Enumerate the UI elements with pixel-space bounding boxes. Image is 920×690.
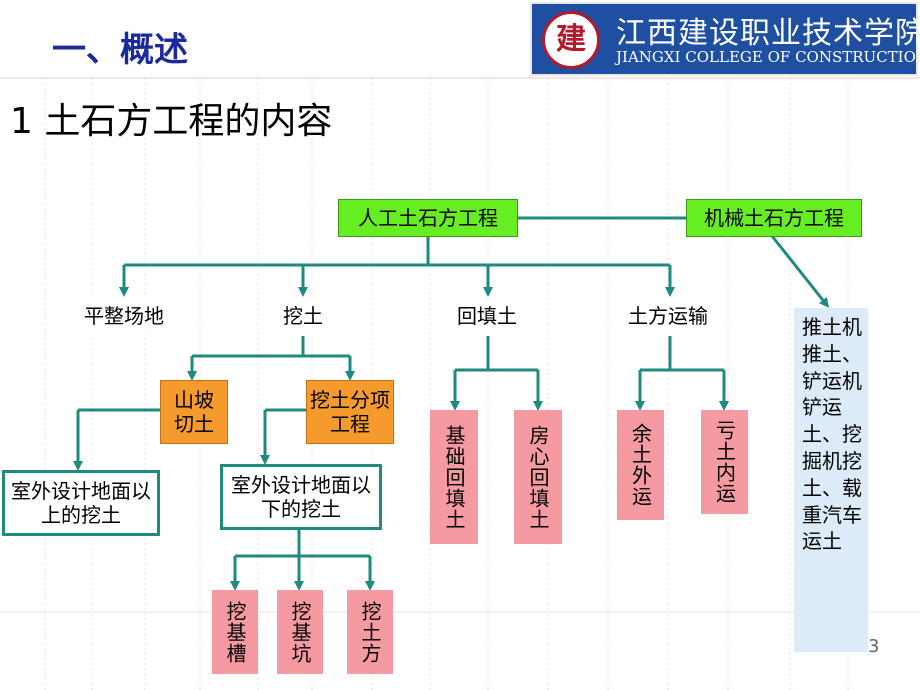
- machinery-list-node: 推土机推土、铲运机铲运土、挖掘机挖土、载重汽车运土: [794, 308, 868, 652]
- above-ground-excavation-node: 室外设计地面以上的挖土: [2, 470, 160, 536]
- trench-excavation-node: 挖基槽: [212, 590, 258, 674]
- excavation-split-node: 挖土分项工程: [306, 380, 394, 444]
- slope-cut-node: 山坡切土: [160, 380, 228, 444]
- deficit-soil-import-node: 亏土内运: [701, 410, 748, 514]
- foundation-backfill-node: 基础回填土: [430, 410, 478, 544]
- page-number: 3: [868, 636, 880, 657]
- logo-chinese-name: 江西建设职业技术学院: [616, 16, 920, 51]
- mechanical-earthwork-node: 机械土石方工程: [686, 199, 862, 237]
- seal-icon: 建: [542, 11, 600, 69]
- below-ground-excavation-node: 室外设计地面以下的挖土: [220, 464, 382, 530]
- pit-excavation-node: 挖基坑: [277, 590, 323, 674]
- site-leveling-node: 平整场地: [68, 298, 180, 334]
- earthwork-excavation-node: 挖土方: [347, 590, 393, 674]
- logo-english-name: JIANGXI COLLEGE OF CONSTRUCTION: [616, 48, 920, 66]
- room-backfill-node: 房心回填土: [514, 410, 562, 544]
- excavation-node: 挖土: [270, 298, 336, 334]
- earth-transport-node: 土方运输: [610, 298, 726, 334]
- slide-title: 一、概述: [52, 30, 188, 70]
- slide-subtitle: 1 土石方工程的内容: [10, 101, 333, 142]
- surplus-soil-removal-node: 余土外运: [617, 410, 664, 520]
- backfill-node: 回填土: [444, 298, 530, 334]
- college-logo: 建 江西建设职业技术学院 JIANGXI COLLEGE OF CONSTRUC…: [530, 2, 920, 76]
- manual-earthwork-node: 人工土石方工程: [338, 199, 518, 237]
